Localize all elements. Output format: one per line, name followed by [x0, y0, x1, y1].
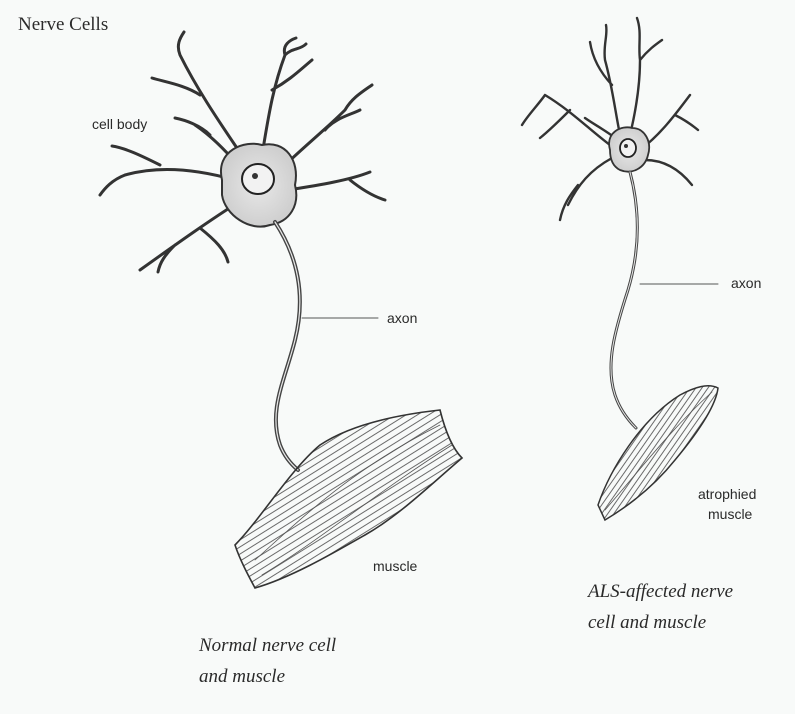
cell-body-label: cell body	[92, 116, 147, 133]
atrophied-muscle-label-line1: atrophied	[698, 486, 756, 503]
als-neuron	[522, 18, 718, 520]
als-nucleus	[620, 139, 636, 157]
atrophied-muscle-label-line2: muscle	[708, 506, 752, 523]
normal-caption-line1: Normal nerve cell	[199, 630, 336, 661]
als-axon-label: axon	[731, 275, 761, 292]
normal-muscle-label: muscle	[373, 558, 417, 575]
diagram-title: Nerve Cells	[18, 14, 108, 36]
normal-caption: Normal nerve cell and muscle	[199, 630, 336, 692]
als-axon	[611, 172, 637, 428]
als-caption-line2: cell and muscle	[588, 607, 733, 638]
normal-nucleolus	[252, 173, 258, 179]
normal-nucleus	[242, 164, 274, 194]
normal-muscle	[235, 410, 462, 588]
als-caption-line1: ALS-affected nerve	[588, 576, 733, 607]
normal-axon-label: axon	[387, 310, 417, 327]
normal-caption-line2: and muscle	[199, 661, 336, 692]
als-caption: ALS-affected nerve cell and muscle	[588, 576, 733, 638]
normal-axon	[275, 222, 300, 470]
als-dendrites	[522, 18, 698, 220]
